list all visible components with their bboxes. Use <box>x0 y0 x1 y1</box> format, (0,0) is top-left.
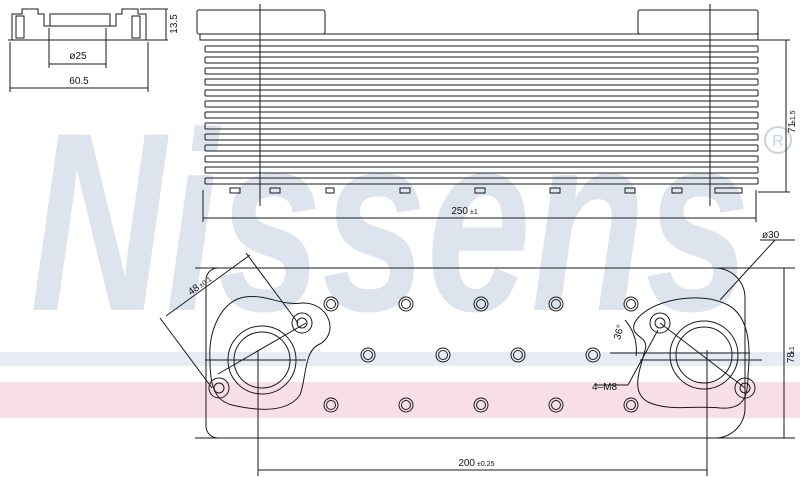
dim-side-width: 60.5 <box>69 76 89 87</box>
dim-body-width: 78 <box>786 352 797 364</box>
front-view <box>159 239 795 476</box>
dim-side-height: 13.5 <box>169 14 180 34</box>
mounting-tab <box>549 187 561 194</box>
stud <box>548 296 564 312</box>
cooler-fin <box>204 155 759 163</box>
side-view <box>8 8 168 92</box>
stud <box>510 347 526 363</box>
stud <box>398 397 414 413</box>
cooler-fin <box>204 89 759 97</box>
dim-port-diameter: ø25 <box>69 51 87 62</box>
dim-length: 250 <box>451 206 468 217</box>
dim-port-spacing: 200 <box>458 458 475 469</box>
pink-band <box>0 382 800 418</box>
mounting-tab <box>399 187 411 194</box>
cooler-fin <box>204 67 759 75</box>
stud <box>360 347 376 363</box>
dim-stack-height: 71 <box>787 122 798 134</box>
dim-length-tol: ±1 <box>470 209 478 216</box>
dim-angle: 36° <box>612 324 627 341</box>
trademark-circle <box>764 126 792 154</box>
cooler-fin <box>204 100 759 108</box>
mounting-tab <box>714 187 743 194</box>
cooler-fin <box>204 56 759 64</box>
stud-grid <box>323 296 639 413</box>
trademark-mark: R <box>772 133 784 150</box>
stud <box>323 296 339 312</box>
cooler-fin <box>204 111 759 119</box>
top-view <box>196 4 790 222</box>
stud <box>473 296 489 312</box>
stud <box>435 347 451 363</box>
mounting-tab <box>325 187 335 194</box>
cooler-fins <box>204 45 759 194</box>
cooler-fin <box>204 45 759 53</box>
cooler-fin <box>204 78 759 86</box>
mounting-tab <box>624 187 636 194</box>
brand-watermark: Nissens <box>30 80 750 365</box>
cooler-fin <box>204 122 759 130</box>
cooler-fin <box>204 144 759 152</box>
dim-body-width-tol: ±1 <box>789 346 796 354</box>
stud <box>473 397 489 413</box>
dim-port-spacing-tol: ±0.25 <box>477 461 495 468</box>
mounting-tab <box>474 187 486 194</box>
right-flange <box>595 239 795 476</box>
mounting-tab <box>671 187 683 194</box>
stud <box>398 296 414 312</box>
stud <box>323 397 339 413</box>
dim-thread: 4–M8 <box>592 382 617 393</box>
cooler-fin <box>204 177 759 185</box>
left-flange <box>159 252 331 476</box>
stud <box>623 296 639 312</box>
stud <box>623 397 639 413</box>
cooler-fin <box>204 133 759 141</box>
mounting-tab <box>229 187 241 194</box>
stud <box>548 397 564 413</box>
dim-stack-height-tol: ±1.5 <box>790 110 797 124</box>
stud <box>585 347 601 363</box>
cooler-fin <box>204 166 759 174</box>
dim-flange-diameter: ø30 <box>762 230 780 241</box>
mounting-tab <box>269 187 281 194</box>
